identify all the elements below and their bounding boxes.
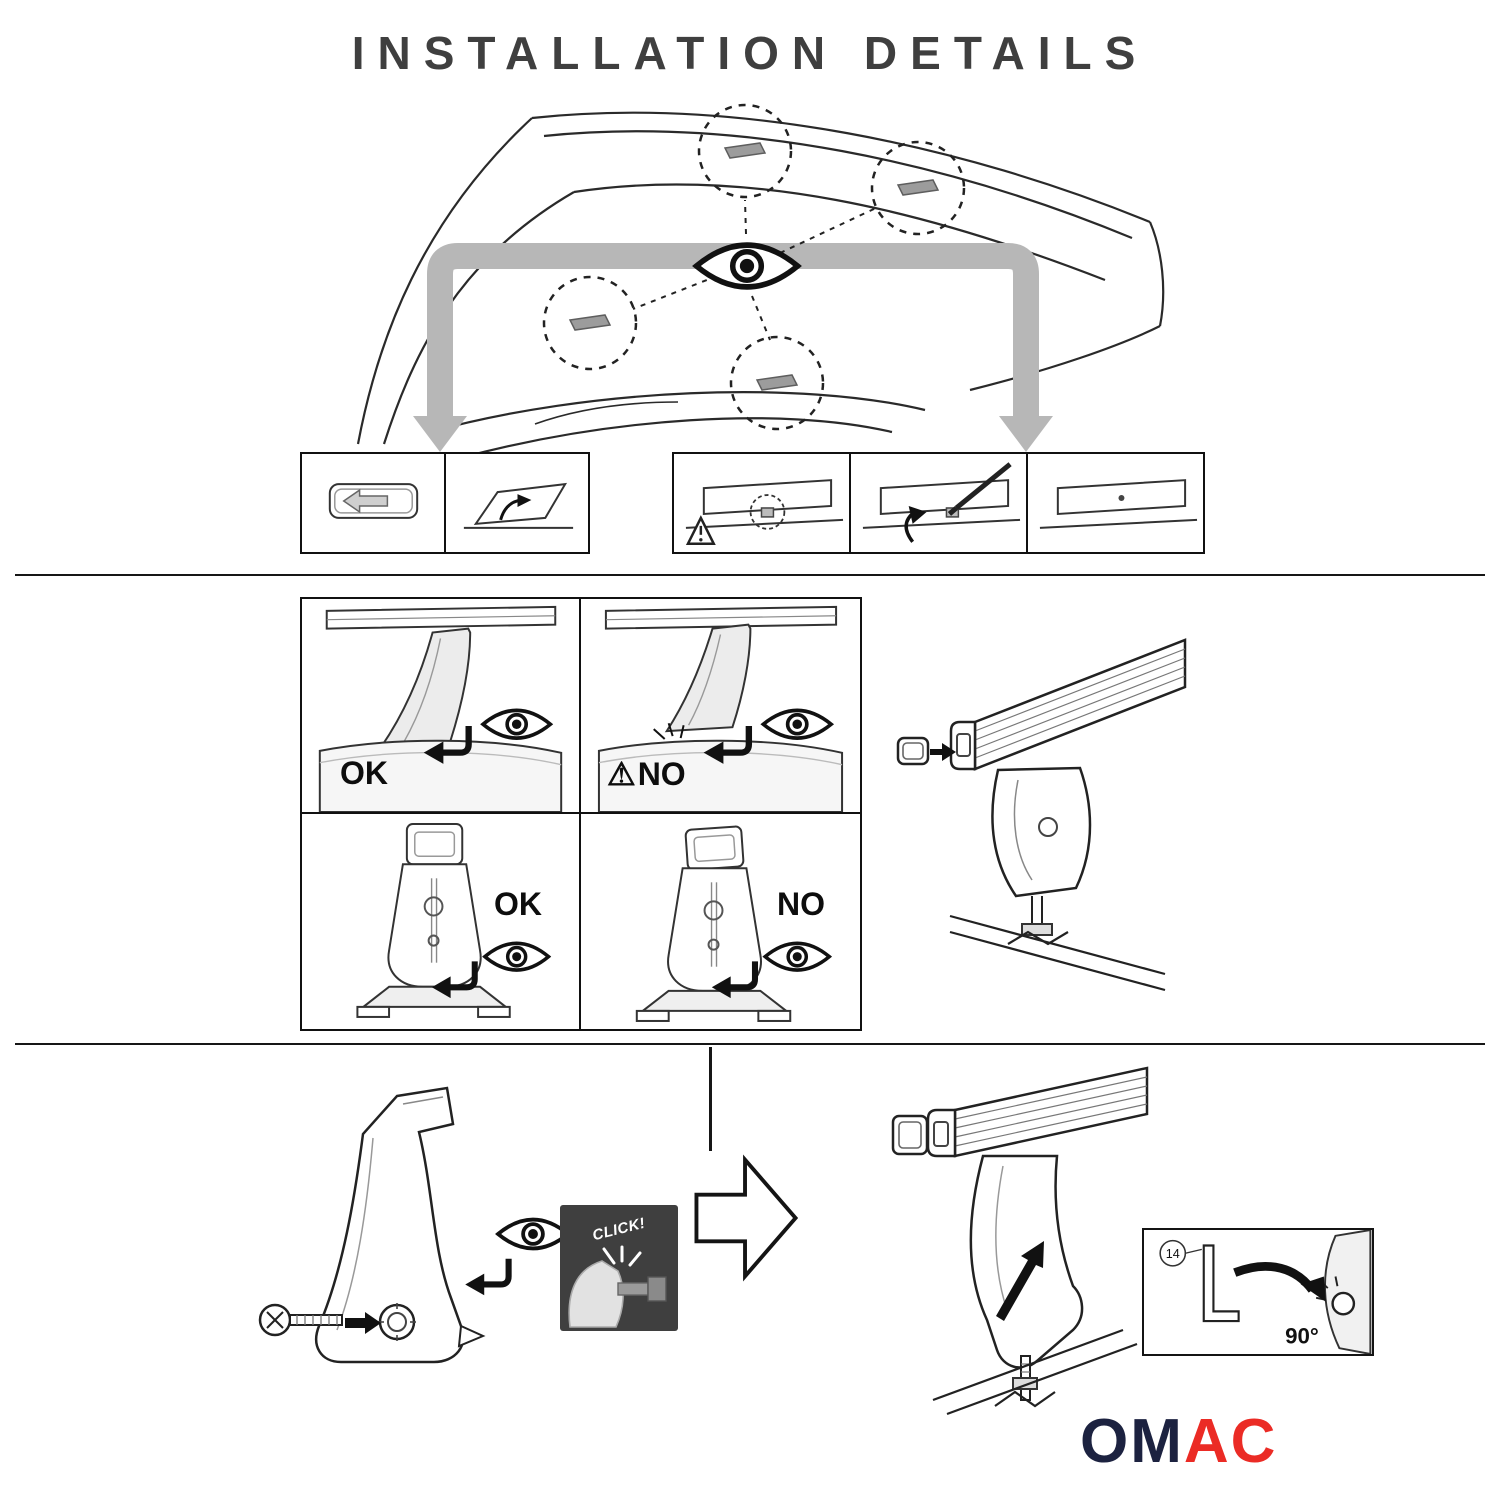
allen-key-icon <box>947 462 1012 516</box>
eye-icon <box>481 708 553 740</box>
tool-number-label: 14 <box>1166 1247 1180 1261</box>
allen-key-icon <box>1202 1244 1240 1323</box>
section-divider-2 <box>15 1043 1485 1045</box>
ok-label: OK <box>340 755 388 791</box>
foot-attach-illustration <box>891 1066 1149 1416</box>
mounting-point-circle <box>729 335 825 431</box>
rotation-angle-label: 90° <box>1285 1323 1319 1348</box>
mounting-points <box>542 103 966 431</box>
bottom-vertical-divider <box>709 1047 712 1151</box>
spark-icon <box>602 1245 642 1267</box>
logo-part-red: AC <box>1183 1407 1278 1476</box>
warning-triangle-icon <box>685 515 716 546</box>
bolt-knob <box>258 1303 343 1337</box>
car-outline <box>356 111 1165 460</box>
mounting-point-circle <box>870 140 966 236</box>
click-detail-box: CLICK! <box>560 1205 678 1331</box>
end-cap <box>891 1114 929 1156</box>
screw-locate-panel <box>674 454 849 552</box>
mount-cover <box>723 142 767 159</box>
cover-detail-box <box>300 452 590 554</box>
insert-arrow-icon <box>345 1312 381 1334</box>
mounting-point-circle <box>542 275 638 371</box>
logo-part-navy: OM <box>1080 1407 1184 1476</box>
screw-turn-panel <box>849 454 1026 552</box>
push-up-arrow-icon <box>996 1241 1044 1321</box>
cover-open-illustration <box>463 482 574 529</box>
side-foot-no-illustration <box>597 605 844 812</box>
screw-turn-illustration <box>862 462 1021 543</box>
side-foot-ok-illustration <box>318 605 563 812</box>
front-foot-no-illustration <box>635 825 832 1022</box>
allen-key-illustration: 14 90° <box>1159 1230 1372 1354</box>
cover-open-panel <box>444 454 588 552</box>
no-label: ⚠NO <box>607 756 686 792</box>
endcap-insert-illustration <box>896 638 1187 992</box>
ok-label: OK <box>494 886 542 922</box>
mount-cover <box>896 179 940 196</box>
sight-connectors <box>632 199 877 341</box>
gap-spark-icon <box>653 722 685 740</box>
section-divider-1 <box>15 574 1485 576</box>
car-roof-overview-illustration <box>356 103 1165 460</box>
cover-closed-illustration <box>1039 479 1198 529</box>
cover-slide-panel <box>302 454 444 552</box>
mount-cover <box>568 314 612 331</box>
ok-no-comparison-grid: OK ⚠NO <box>300 597 862 1031</box>
bent-arrow-icon <box>462 1256 520 1298</box>
insert-arrow-icon <box>930 743 956 761</box>
cover-slide-illustration <box>328 483 419 519</box>
rotate-arrow-icon <box>1233 1262 1316 1293</box>
eye-icon <box>761 708 834 740</box>
warning-triangle-icon: ⚠ <box>607 756 636 792</box>
front-foot-ok-illustration <box>356 823 551 1018</box>
slide-arrow-icon <box>342 488 389 514</box>
next-step-arrow-icon <box>694 1154 799 1282</box>
down-arrow-left-icon <box>413 416 467 452</box>
no-label: NO <box>777 886 825 922</box>
end-cap <box>896 736 930 766</box>
front-view-no-cell: NO <box>581 814 860 1029</box>
mount-cover <box>755 374 799 391</box>
click-illustration <box>568 1245 667 1328</box>
foot-bolt-illustration <box>258 1086 486 1364</box>
eye-icon <box>483 941 551 972</box>
page-title: INSTALLATION DETAILS <box>351 27 1149 79</box>
eye-icon <box>763 941 832 972</box>
cover-closed-panel <box>1026 454 1203 552</box>
side-view-no-cell: ⚠NO <box>581 599 860 814</box>
allen-key-detail-box: 14 90° <box>1142 1228 1374 1356</box>
mounting-point-circle <box>697 103 793 199</box>
brand-logo: OMAC <box>1080 1406 1277 1477</box>
screw-detail-box <box>672 452 1205 554</box>
side-view-ok-cell: OK <box>302 599 581 814</box>
front-view-ok-cell: OK <box>302 814 581 1029</box>
down-arrow-right-icon <box>999 416 1053 452</box>
screw-locate-illustration <box>685 479 844 546</box>
